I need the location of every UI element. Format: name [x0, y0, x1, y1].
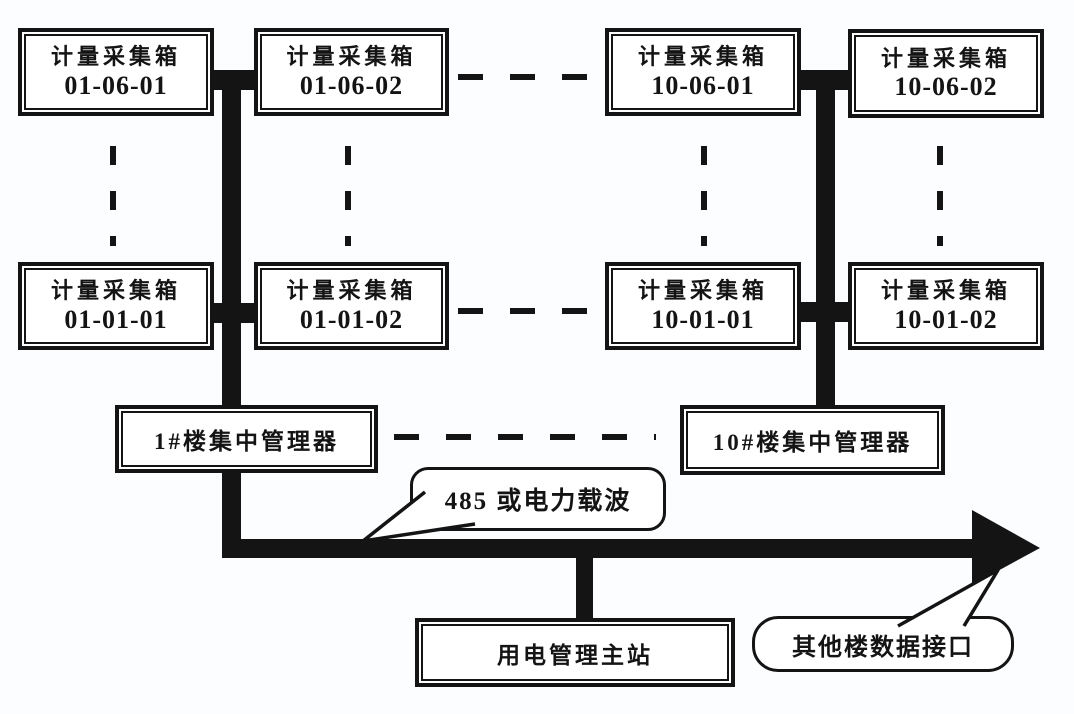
collector-box-label: 计量采集箱	[286, 278, 417, 304]
bus-arrowhead-icon	[972, 510, 1040, 585]
collector-box-01-01-01: 计量采集箱 01-01-01	[18, 262, 214, 350]
master-station-label: 用电管理主站	[497, 642, 653, 668]
mid-stub-line-left	[202, 303, 260, 323]
master-station-drop-line	[576, 552, 593, 622]
collector-box-id: 10-01-01	[651, 304, 755, 334]
dashed-column-line-1	[110, 146, 116, 246]
collector-box-label: 计量采集箱	[880, 45, 1011, 71]
collector-box-id: 01-01-01	[64, 304, 168, 334]
vertical-trunk-line-right	[816, 78, 835, 440]
collector-box-id: 01-01-02	[299, 304, 404, 334]
collector-box-label: 计量采集箱	[637, 278, 768, 304]
master-station-box: 用电管理主站	[415, 618, 735, 687]
building-manager-label: 1#楼集中管理器	[154, 429, 339, 454]
collector-box-id: 10-01-02	[894, 304, 998, 334]
collector-box-label: 计量采集箱	[286, 44, 417, 70]
building-manager-box-10: 10#楼集中管理器	[680, 405, 945, 475]
dashed-column-line-4	[937, 146, 943, 246]
callout-other-buildings: 其他楼数据接口	[752, 616, 1014, 672]
collector-box-id: 01-06-02	[299, 70, 404, 100]
collector-box-10-01-01: 计量采集箱 10-01-01	[605, 262, 801, 350]
collector-box-label: 计量采集箱	[880, 278, 1011, 304]
collector-box-id: 10-06-01	[651, 70, 755, 100]
collector-box-10-06-02: 计量采集箱 10-06-02	[848, 29, 1044, 118]
callout-bus-type-label: 485 或电力载波	[444, 488, 632, 515]
collector-box-01-06-02: 计量采集箱 01-06-02	[254, 28, 449, 116]
collector-box-id: 10-06-02	[894, 72, 998, 102]
collector-box-01-06-01: 计量采集箱 01-06-01	[18, 28, 214, 116]
dashed-row-line-mid	[458, 308, 596, 314]
mid-stub-line-right	[797, 302, 855, 322]
building-manager-box-1: 1#楼集中管理器	[115, 405, 378, 473]
collector-box-10-06-01: 计量采集箱 10-06-01	[605, 28, 801, 116]
collector-box-10-01-02: 计量采集箱 10-01-02	[848, 262, 1044, 350]
dashed-row-line-top	[458, 74, 596, 80]
rs485-bus-line	[222, 539, 975, 558]
dashed-column-line-3	[701, 146, 707, 246]
collector-box-id: 01-06-01	[64, 70, 168, 100]
collector-box-label: 计量采集箱	[50, 278, 181, 304]
collector-box-label: 计量采集箱	[50, 44, 181, 70]
collector-box-label: 计量采集箱	[637, 44, 768, 70]
callout-bus-type: 485 或电力载波	[410, 467, 666, 531]
dashed-column-line-2	[345, 146, 351, 246]
collector-box-01-01-02: 计量采集箱 01-01-02	[254, 262, 449, 350]
dashed-manager-line	[394, 434, 656, 440]
callout-other-buildings-label: 其他楼数据接口	[792, 634, 974, 661]
building-manager-label: 10#楼集中管理器	[712, 430, 913, 455]
